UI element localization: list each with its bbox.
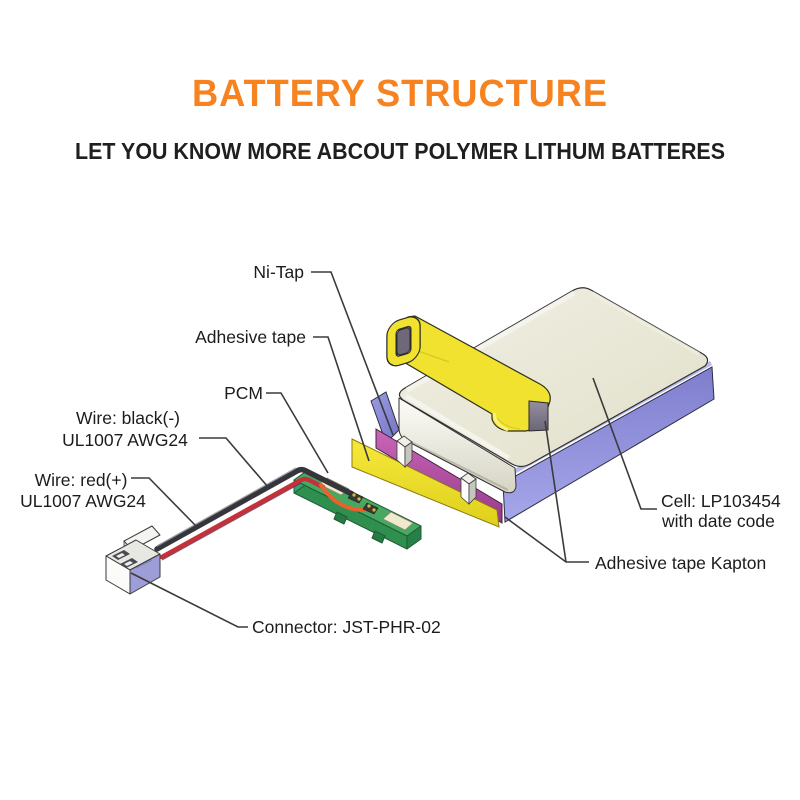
callout-labels: Ni-Tap Adhesive tape PCM Wire: black(-) … <box>20 262 781 637</box>
ni-tab-right <box>460 472 477 505</box>
tape-fold-gray-end <box>528 400 549 432</box>
label-kapton: Adhesive tape Kapton <box>595 553 766 573</box>
page-title: BATTERY STRUCTURE <box>192 73 608 115</box>
cell-body <box>398 287 709 468</box>
leader-cell <box>592 377 657 510</box>
page-subtitle: LET YOU KNOW MORE ABCOUT POLYMER LITHUM … <box>75 138 725 164</box>
pcm-pad-right <box>382 511 414 531</box>
leader-connector <box>130 572 248 628</box>
label-pcm: PCM <box>224 383 263 403</box>
cell-front-face <box>398 397 517 494</box>
label-cell-line1: Cell: LP103454 <box>661 491 781 511</box>
leader-wire-red <box>131 477 197 527</box>
label-wire-red-line2: UL1007 AWG24 <box>20 491 146 511</box>
adhesive-tape-band <box>386 315 551 432</box>
leader-wire-black <box>199 437 269 488</box>
pcm-board <box>293 469 422 550</box>
cell-front-shadow <box>404 438 509 491</box>
connector <box>105 525 161 595</box>
ni-tab-left <box>396 435 413 468</box>
label-cell-line2: with date code <box>661 511 775 531</box>
label-ni-tap: Ni-Tap <box>253 262 304 282</box>
label-adhesive-tape: Adhesive tape <box>195 327 306 347</box>
pcm-solder-components <box>347 491 379 515</box>
tape-loop-end <box>386 316 421 367</box>
leader-pcm <box>266 392 329 474</box>
leader-ni-tap <box>311 271 394 436</box>
leader-adhesive-tape <box>313 336 370 462</box>
label-wire-black-line1: Wire: black(-) <box>76 408 180 428</box>
label-wire-red-line1: Wire: red(+) <box>35 470 128 490</box>
leader-lines <box>130 271 657 628</box>
connector-slots <box>112 550 138 568</box>
label-wire-black-line2: UL1007 AWG24 <box>62 430 188 450</box>
leader-kapton <box>504 420 589 563</box>
label-connector: Connector: JST-PHR-02 <box>252 617 441 637</box>
adhesive-tape-strip <box>351 438 500 528</box>
wire-black <box>154 466 355 552</box>
